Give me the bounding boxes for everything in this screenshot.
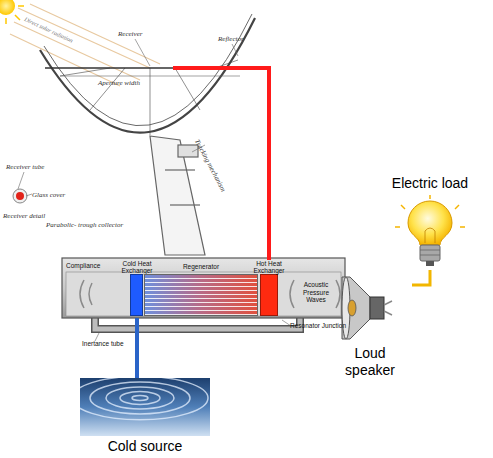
hot-heat-exchanger: Hot Heat Exchanger <box>252 260 286 318</box>
bulb-tip <box>426 261 434 266</box>
pipe-connector <box>135 318 139 378</box>
ripple <box>120 392 160 405</box>
part-label: Resonator Junction <box>290 322 360 330</box>
hot-pipe <box>173 66 262 70</box>
parabolic-reflector <box>40 14 255 135</box>
cold-exchanger-block <box>130 274 143 316</box>
speaker-dome <box>348 300 356 316</box>
pipe-connector <box>412 270 430 285</box>
engine-housing <box>62 258 345 329</box>
light-ray <box>429 195 431 199</box>
part-label: Receiver detail <box>3 212 83 220</box>
bulb-base <box>420 245 440 261</box>
speaker-terminal <box>384 311 392 315</box>
speaker-terminal <box>384 301 392 305</box>
speaker-magnet <box>370 297 384 319</box>
node-label: Regenerator <box>144 263 258 270</box>
light-ray <box>401 205 405 209</box>
ripple <box>80 378 208 420</box>
ripple <box>132 395 148 400</box>
receiver-detail <box>13 189 27 203</box>
bulb-filament <box>425 228 435 243</box>
sun <box>0 0 24 24</box>
part-label: Receiver tube <box>6 163 86 171</box>
water-image <box>80 378 210 436</box>
part-label: Reflector <box>218 35 278 43</box>
node-label: Parabolic- trough collector <box>46 221 256 229</box>
bulb-thread <box>420 250 440 251</box>
light-ray <box>455 205 459 209</box>
solar-rays <box>10 4 160 86</box>
node-label: Cold source <box>80 438 210 455</box>
part-label: Compliance <box>66 262 120 270</box>
node-label: Electric load <box>375 175 485 192</box>
node-label: Loud speaker <box>328 345 412 379</box>
part-label: Acoustic Pressure Waves <box>297 281 335 304</box>
part-label: Direct solar radiation <box>23 16 126 69</box>
tracking-stand <box>150 136 205 255</box>
light-ray <box>395 226 400 228</box>
bulb-symbol <box>375 193 485 270</box>
regenerator-matrix <box>144 274 258 316</box>
part-label: Tracking mechanism <box>193 138 242 221</box>
ripple <box>90 382 190 414</box>
node-label: Hot Heat Exchanger <box>252 260 286 274</box>
electric-load: Electric load <box>375 175 485 270</box>
part-label: Inertance tube <box>82 340 162 348</box>
water-surface <box>80 378 210 436</box>
loud-speaker: Loud speaker <box>328 275 412 365</box>
part-label: Receiver <box>118 30 178 38</box>
ripple <box>106 387 174 409</box>
regenerator: Regenerator <box>144 260 258 318</box>
hot-exchanger-block <box>260 274 278 316</box>
part-label: Aperture width <box>98 79 178 87</box>
leader-lines <box>18 39 291 341</box>
light-ray <box>460 226 465 228</box>
bulb-glass <box>408 201 452 245</box>
speaker-symbol <box>328 275 412 343</box>
pipe-connector <box>262 68 269 260</box>
cold-source: Cold source <box>80 378 210 456</box>
bulb-thread <box>420 255 440 256</box>
part-label: Glass cover <box>32 191 92 199</box>
node-label: Cold Heat Exchanger <box>120 260 154 274</box>
speaker-cone <box>342 277 370 339</box>
